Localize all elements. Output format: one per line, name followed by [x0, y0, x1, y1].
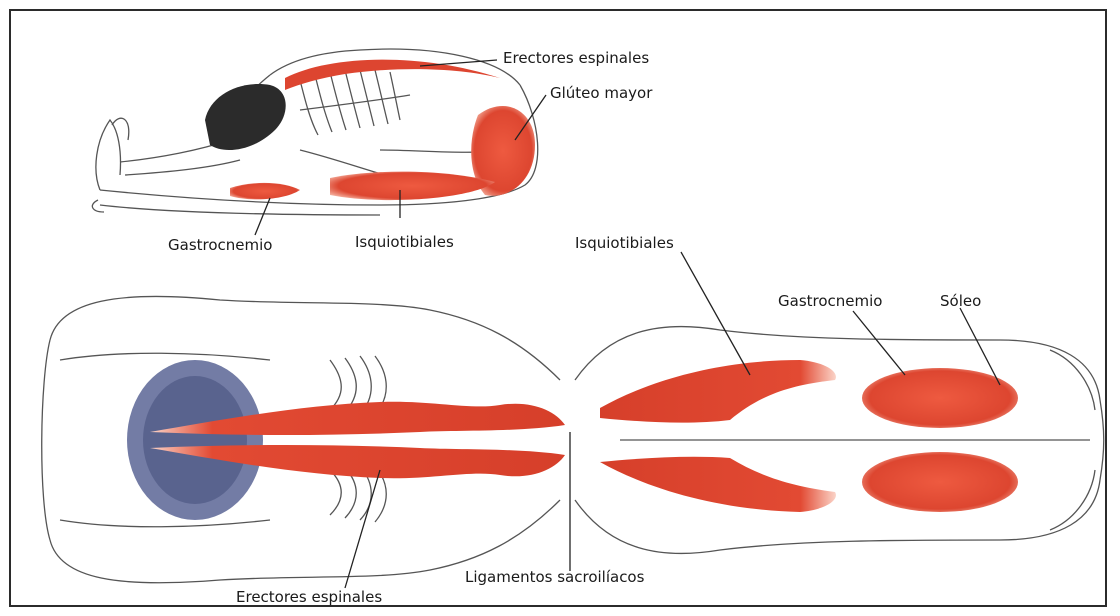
label-isquiotibiales-top: Isquiotibiales — [355, 233, 454, 251]
leader-lines — [255, 60, 1000, 588]
label-ligamentos-bottom: Ligamentos sacroilíacos — [465, 568, 644, 586]
bottom-hamstring-lower — [600, 457, 836, 512]
label-erectores-bottom: Erectores espinales — [236, 588, 382, 606]
label-gluteo-top: Glúteo mayor — [550, 84, 652, 102]
bottom-hair-shade — [143, 376, 247, 504]
label-gastrocnemio-top: Gastrocnemio — [168, 236, 272, 254]
label-soleo-bottom: Sóleo — [940, 292, 981, 310]
label-erectores-top: Erectores espinales — [503, 49, 649, 67]
top-hair — [205, 84, 286, 150]
top-gastrocnemius-muscle — [230, 183, 300, 199]
bottom-hamstring-upper — [600, 360, 836, 423]
top-hamstring-muscle — [330, 172, 495, 200]
label-gastrocnemio-bottom: Gastrocnemio — [778, 292, 882, 310]
bottom-calf-upper — [862, 368, 1018, 428]
bottom-calf-lower — [862, 452, 1018, 512]
label-isquiotibiales-bottom: Isquiotibiales — [575, 234, 674, 252]
